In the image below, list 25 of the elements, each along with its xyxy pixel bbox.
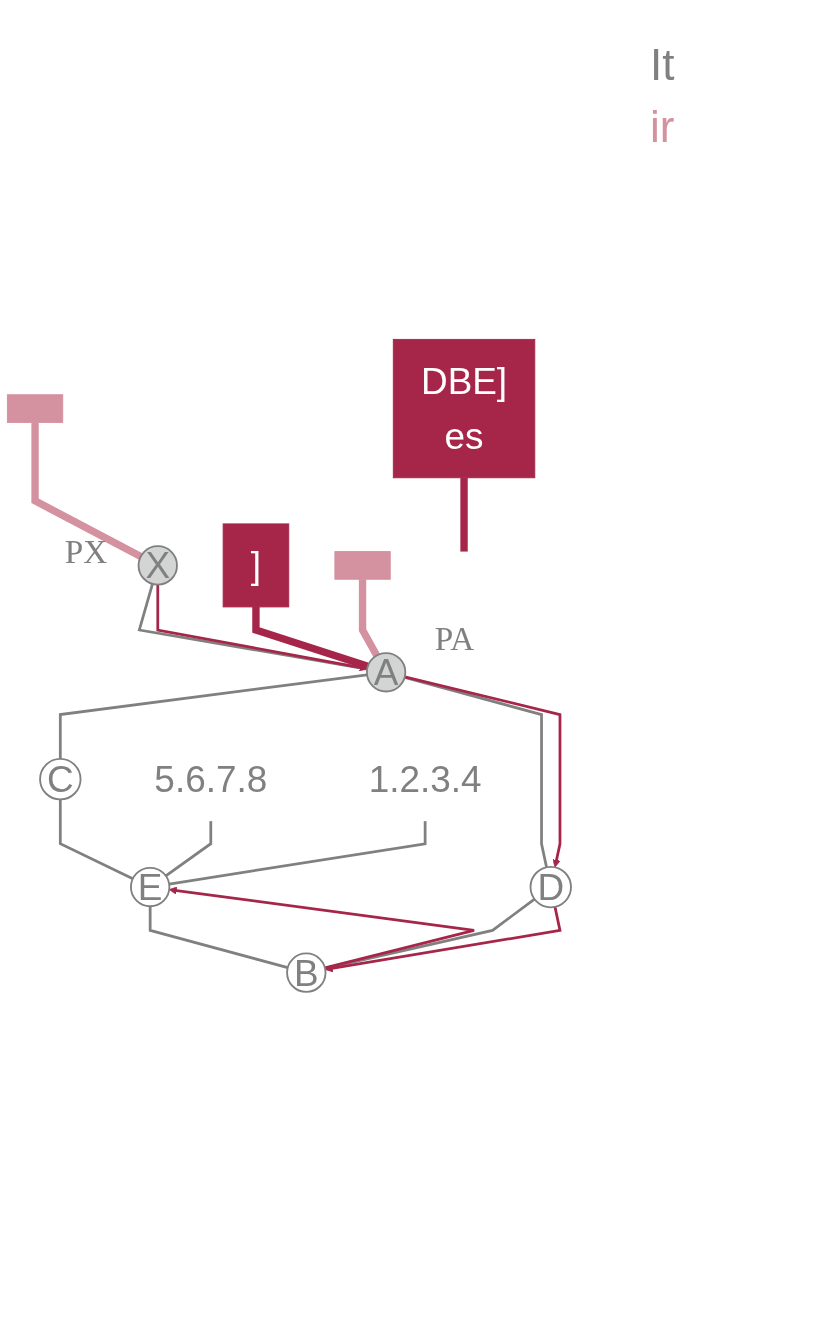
node-circle: C: [39, 757, 82, 800]
node-label: PA: [434, 620, 475, 658]
node-text: 5.6.7.8: [154, 758, 268, 800]
node-circle: E: [130, 866, 171, 907]
node-label: PX: [64, 532, 108, 570]
node-box: [6, 393, 64, 423]
connector: [148, 905, 289, 969]
connector: [165, 820, 213, 877]
arrow: [168, 886, 476, 969]
node-circle: B: [286, 952, 327, 993]
node-circle: A: [365, 651, 407, 693]
connector: [58, 673, 368, 759]
node-circle: X: [137, 544, 178, 586]
connector: [460, 477, 468, 552]
node-box: DBE] es: [392, 338, 536, 478]
connector: [358, 578, 380, 657]
node-box: ]: [222, 523, 290, 608]
connector: [58, 799, 134, 880]
node-text: 1.2.3.4: [368, 758, 482, 800]
text-fragment: It: [650, 40, 676, 90]
connector: [31, 422, 143, 560]
node-circle: D: [529, 865, 572, 908]
text-fragment: ir: [650, 102, 676, 152]
connector: [252, 606, 369, 670]
node-box: [334, 550, 391, 580]
